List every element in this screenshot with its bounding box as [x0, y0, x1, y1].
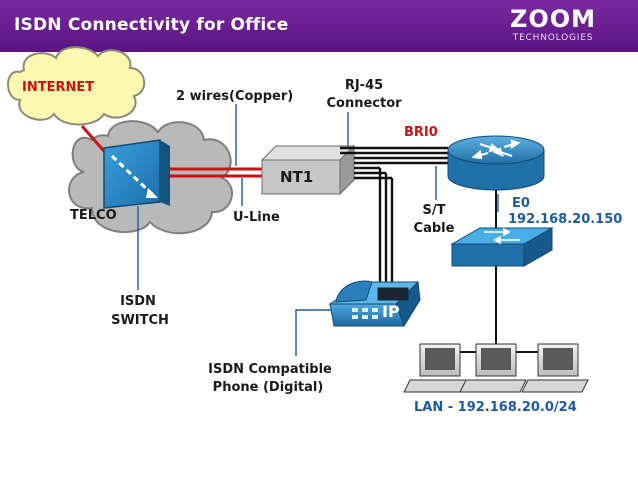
- u-line-wires: [170, 167, 262, 178]
- pc-3-icon: [521, 343, 589, 393]
- rj45-label-2: Connector: [326, 96, 402, 111]
- wires-label: 2 wires(Copper): [176, 89, 294, 104]
- internet-cloud: [7, 46, 145, 126]
- e0-label: E0: [512, 196, 530, 211]
- st-cable-bundle: [340, 146, 448, 165]
- st-label-2: Cable: [413, 221, 455, 236]
- logo-main-text: ZOOM: [509, 5, 597, 33]
- header-bar: ISDN Connectivity for Office ZOOM TECHNO…: [0, 0, 638, 52]
- phone-label-1: ISDN Compatible: [208, 362, 332, 377]
- telco-label: TELCO: [70, 208, 117, 223]
- lan-switch-icon: [450, 227, 554, 267]
- phone-cable-bundle: [354, 166, 394, 282]
- e0-ip-label: 192.168.20.150: [508, 212, 623, 227]
- zoom-logo: ZOOM TECHNOLOGIES: [498, 6, 608, 48]
- phone-ip-badge: IP: [382, 302, 400, 321]
- bri0-label: BRI0: [404, 125, 438, 140]
- phone-label-2: Phone (Digital): [212, 380, 324, 395]
- isdn-switch-icon: [103, 139, 170, 209]
- lan-label: LAN - 192.168.20.0/24: [414, 400, 577, 415]
- st-label-1: S/T: [422, 203, 446, 218]
- callout-lines: [137, 104, 499, 356]
- internet-label: INTERNET: [22, 80, 95, 95]
- slide-title: ISDN Connectivity for Office: [14, 15, 289, 35]
- rj45-label-1: RJ-45: [344, 78, 384, 93]
- isdn-switch-label-2: SWITCH: [111, 313, 169, 328]
- nt1-box: [260, 144, 356, 196]
- u-line-label: U-Line: [233, 210, 280, 225]
- logo-sub-text: TECHNOLOGIES: [512, 33, 594, 43]
- router-icon: [447, 135, 545, 191]
- pc-2-icon: [459, 343, 527, 393]
- pc-1-icon: [403, 343, 471, 393]
- ip-phone-icon: [328, 280, 421, 328]
- nt1-label: NT1: [280, 168, 314, 186]
- isdn-switch-label-1: ISDN: [120, 294, 156, 309]
